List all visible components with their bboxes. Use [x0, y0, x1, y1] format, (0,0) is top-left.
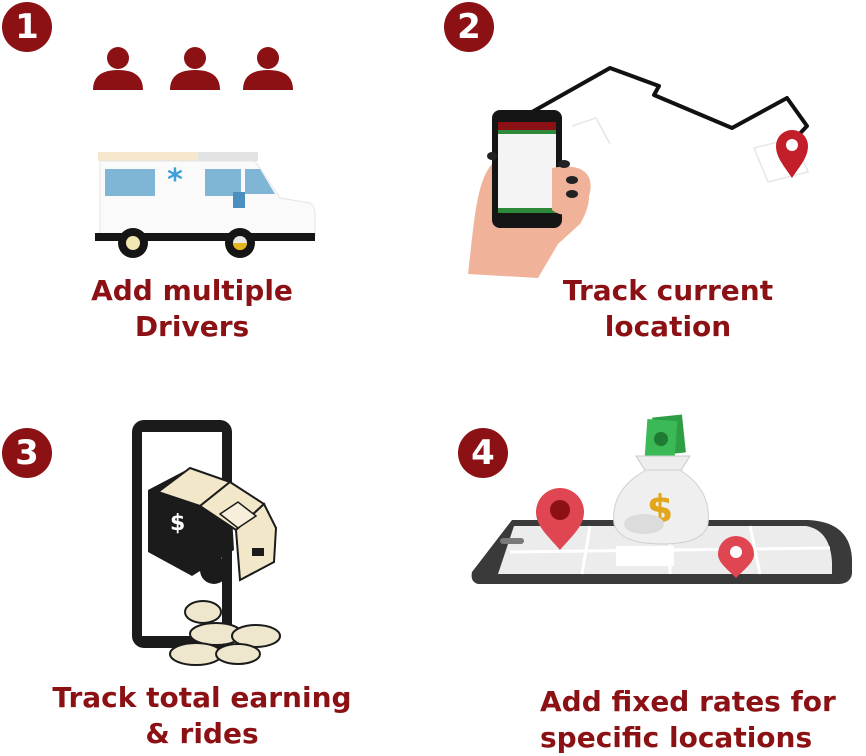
- feature-caption-4-line2: specific locations: [540, 721, 813, 754]
- step-number-2: 2: [444, 2, 494, 52]
- phone-map-money-icon: $: [471, 414, 853, 584]
- feature-caption-4: Add fixed rates for specific locations: [540, 684, 866, 756]
- users-icon: [93, 47, 293, 90]
- step-number-1: 1: [2, 2, 52, 52]
- feature-caption-2-line2: location: [604, 310, 732, 343]
- feature-caption-1: Add multiple Drivers: [32, 273, 352, 345]
- money-bag-icon: $: [613, 455, 709, 545]
- feature-caption-3: Track total earning & rides: [22, 680, 382, 752]
- feature-caption-1-line2: Drivers: [134, 310, 250, 343]
- feature-caption-1-line1: Add multiple: [91, 274, 293, 307]
- location-pin-icon: [776, 130, 808, 178]
- ambulance-icon: *: [95, 152, 316, 258]
- feature-caption-2: Track current location: [508, 273, 828, 345]
- dollar-icon: $: [170, 511, 185, 536]
- phone-van-coins-icon: $: [132, 420, 281, 666]
- map-pin-icon: [536, 488, 754, 578]
- feature-caption-3-line2: & rides: [145, 717, 259, 750]
- feature-caption-3-line1: Track total earning: [52, 681, 352, 714]
- step-number-3: 3: [2, 428, 52, 478]
- medical-cross-icon: *: [167, 163, 183, 198]
- cash-icon: [644, 414, 686, 460]
- step-number-4: 4: [458, 428, 508, 478]
- feature-caption-4-line1: Add fixed rates for: [540, 685, 836, 718]
- feature-caption-2-line1: Track current: [562, 274, 774, 307]
- phone-route-icon: [468, 66, 810, 278]
